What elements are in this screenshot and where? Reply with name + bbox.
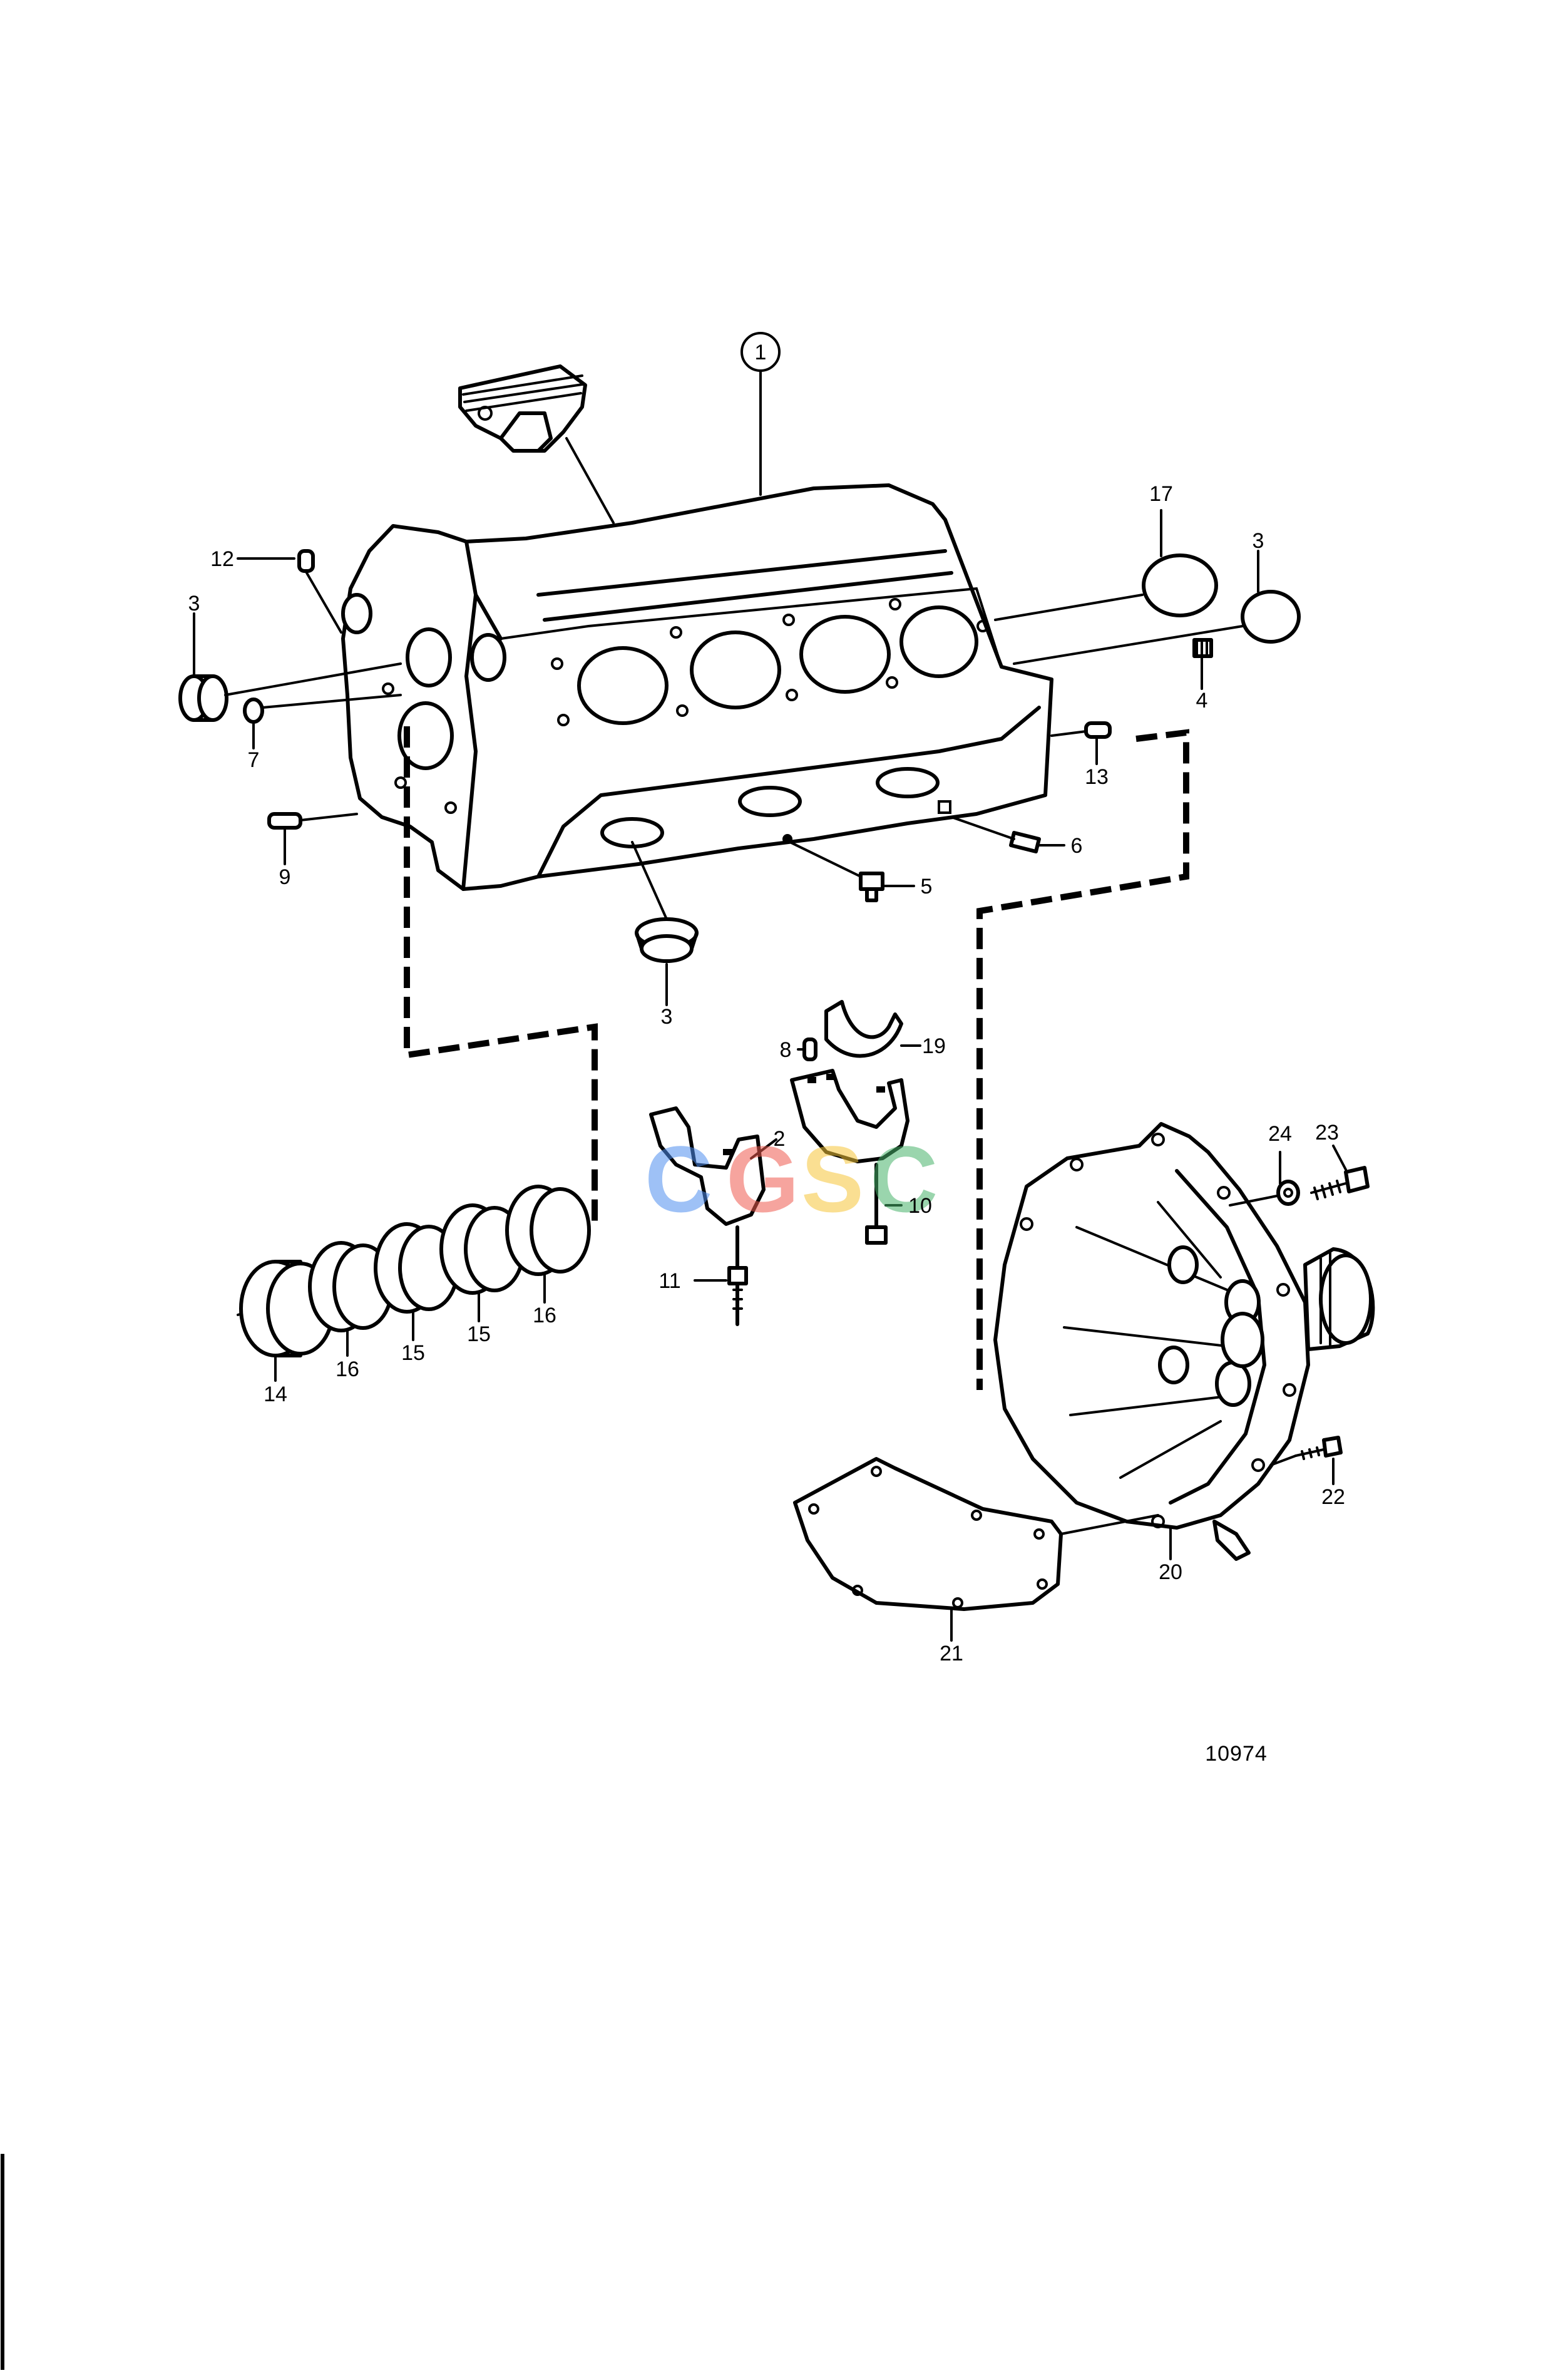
bolt-22 xyxy=(1269,1436,1343,1466)
cup-plug-17 xyxy=(994,553,1218,621)
cup-plug-right xyxy=(1013,590,1301,665)
label-20: 20 xyxy=(1159,1560,1182,1584)
watermark-logo: C G S C xyxy=(645,1126,938,1232)
label-11: 11 xyxy=(658,1269,680,1293)
dowel-12 xyxy=(297,549,342,634)
label-9: 9 xyxy=(279,865,291,889)
bolt-23 xyxy=(1229,1166,1370,1207)
label-12: 12 xyxy=(210,547,234,571)
label-15b: 15 xyxy=(467,1322,491,1346)
flywheel-housing xyxy=(993,1122,1375,1561)
plug-7 xyxy=(243,694,402,724)
label-21: 21 xyxy=(940,1642,963,1665)
label-15a: 15 xyxy=(401,1341,425,1365)
label-7: 7 xyxy=(248,748,260,772)
label-10: 10 xyxy=(908,1194,932,1218)
drain-plug-5 xyxy=(789,841,884,902)
watermark-letter-s: S xyxy=(801,1126,864,1232)
callout-labels: 1 2 3 3 3 4 5 6 7 8 9 10 11 12 13 14 15 … xyxy=(188,341,1345,1665)
watermark-letter-c2: C xyxy=(870,1126,938,1232)
bearing-16b xyxy=(505,1185,591,1276)
label-1: 1 xyxy=(755,341,767,364)
engine-block xyxy=(341,483,1053,891)
label-14: 14 xyxy=(264,1382,287,1406)
label-24: 24 xyxy=(1268,1122,1292,1146)
callout-1 xyxy=(740,332,781,496)
plug-6 xyxy=(950,816,1041,853)
label-23: 23 xyxy=(1315,1121,1339,1145)
watermark-letter-c1: C xyxy=(645,1126,712,1232)
label-6: 6 xyxy=(1071,834,1083,858)
label-8: 8 xyxy=(780,1038,792,1062)
label-13: 13 xyxy=(1085,765,1109,789)
label-3-bottom: 3 xyxy=(661,1005,673,1029)
label-16a: 16 xyxy=(336,1357,359,1381)
leader-lines xyxy=(193,509,1347,1642)
label-16b: 16 xyxy=(533,1304,556,1327)
label-5: 5 xyxy=(921,875,933,898)
bearing-16a xyxy=(308,1241,394,1332)
label-17: 17 xyxy=(1149,482,1173,506)
stud-11 xyxy=(727,1225,748,1326)
washer-24 xyxy=(1276,1180,1300,1206)
dashed-line-left xyxy=(404,726,598,1221)
cup-plug-left xyxy=(178,662,402,722)
dowel-9 xyxy=(267,812,358,830)
main-bearing-cap-right xyxy=(790,1069,910,1163)
label-2: 2 xyxy=(774,1127,786,1151)
piston xyxy=(458,364,615,524)
figure-number: 10974 xyxy=(1205,1742,1268,1766)
label-19: 19 xyxy=(922,1034,946,1058)
bearing-shell-19 xyxy=(824,1000,903,1058)
cam-bearings xyxy=(237,1185,591,1357)
main-bearing-cap-left xyxy=(649,1106,766,1226)
threaded-plug-4 xyxy=(1192,638,1213,658)
label-4: 4 xyxy=(1196,689,1208,713)
label-3-right: 3 xyxy=(1253,529,1264,553)
dowel-13 xyxy=(1050,721,1112,739)
bearing-14 xyxy=(239,1260,335,1357)
cup-plug-bottom xyxy=(631,841,699,963)
watermark-letter-g: G xyxy=(726,1126,799,1232)
dowel-8 xyxy=(802,1037,817,1061)
dashed-line-right xyxy=(976,729,1189,1390)
bolt-10 xyxy=(865,1163,888,1245)
label-3-left: 3 xyxy=(188,592,200,615)
cover-plate xyxy=(793,1457,1159,1611)
label-22: 22 xyxy=(1321,1485,1345,1509)
